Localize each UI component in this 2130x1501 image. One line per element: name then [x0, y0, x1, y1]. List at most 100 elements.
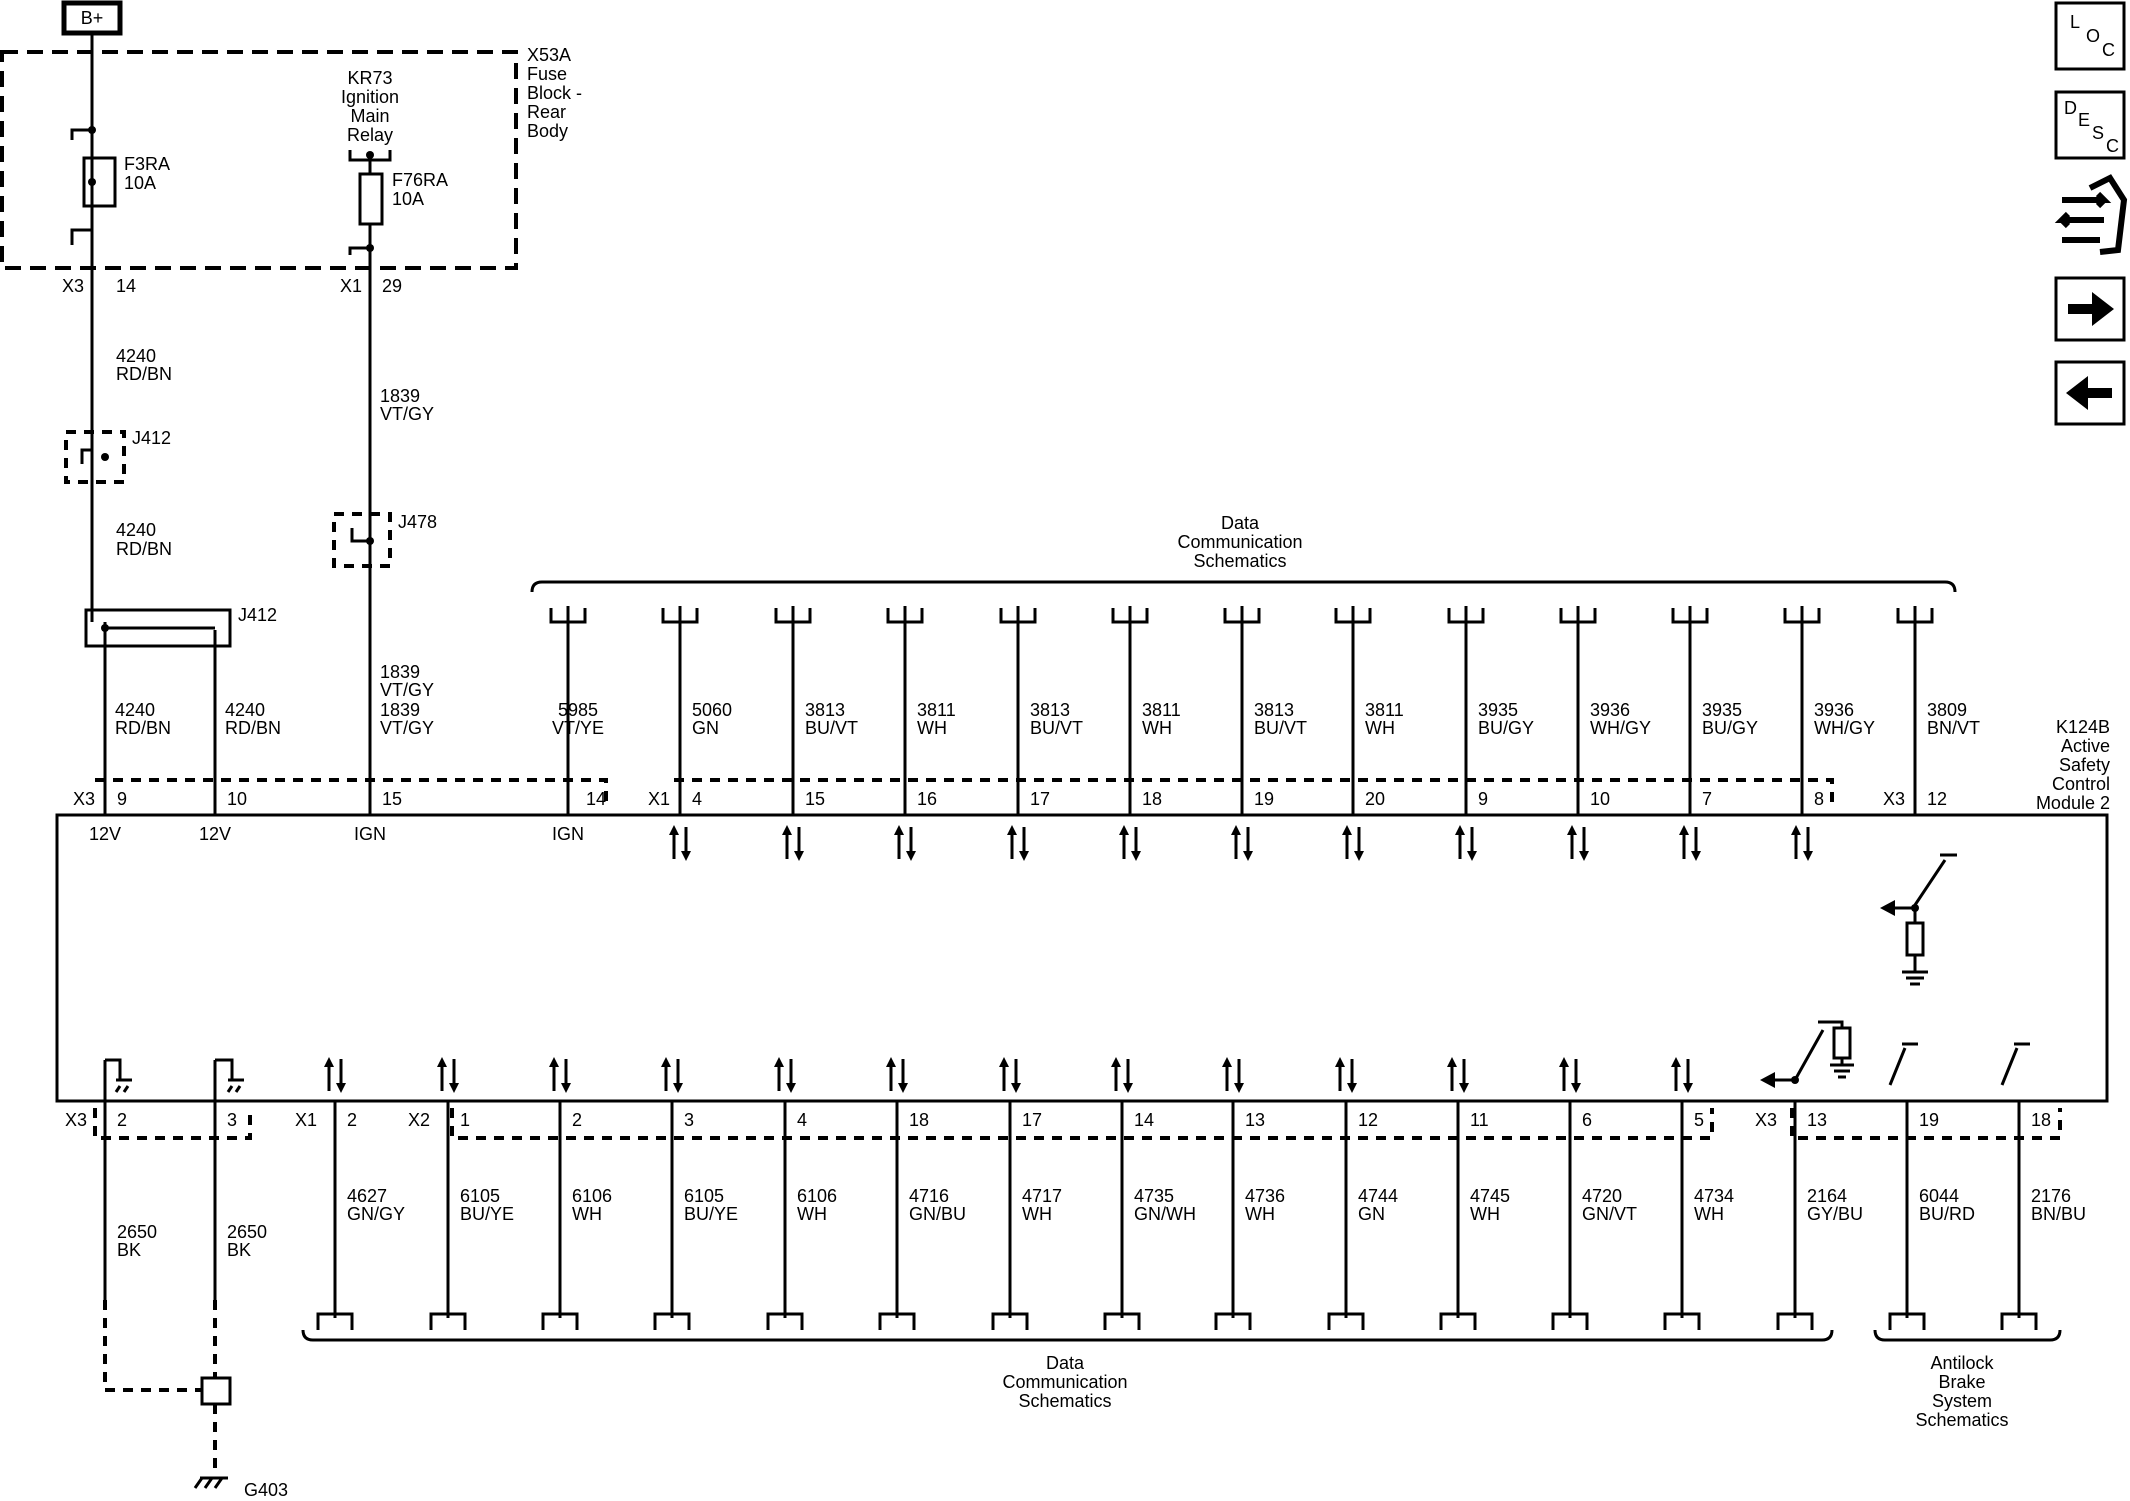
fuse-block-label-4: Body	[527, 121, 568, 141]
loc-button[interactable]: L O C	[2054, 1, 2126, 71]
bottom-ref-label-0: Data	[1046, 1353, 1085, 1373]
fuse-f76ra-label-1: 10A	[392, 189, 424, 209]
top-connector-x3-outline	[95, 778, 608, 808]
pin-number: 13	[1245, 1110, 1265, 1130]
wire-4240-label-b1: RD/BN	[116, 539, 172, 559]
wire-color: BU/VT	[805, 718, 858, 738]
wire-end-connector	[999, 608, 1037, 624]
wire-color: GY/BU	[1807, 1204, 1863, 1224]
abs-ref-label-3: Schematics	[1915, 1410, 2008, 1430]
relay-label-2: Main	[350, 106, 389, 126]
bidirectional-arrow-icon	[774, 1057, 796, 1093]
wire-color: GN/GY	[347, 1204, 405, 1224]
bplus-label: B+	[81, 8, 104, 28]
wire-number: 6044	[1919, 1186, 1959, 1206]
pin-number: 4	[692, 789, 702, 809]
wire-color: GN/WH	[1134, 1204, 1196, 1224]
ground-label: G403	[244, 1480, 288, 1500]
wire-number: 4240	[225, 700, 265, 720]
top-pins: 4240RD/BN9X312V4240RD/BN1012V1839VT/GY15…	[73, 606, 1980, 861]
wire-1839-label-b1: VT/GY	[380, 680, 434, 700]
wire-number: 3811	[1142, 700, 1181, 720]
abs-ref-label-0: Antilock	[1930, 1353, 1994, 1373]
wire-number: 2164	[1807, 1186, 1847, 1206]
connector-id: X3	[1755, 1110, 1777, 1130]
wire-end-connector	[549, 608, 587, 624]
wire-number: 6105	[684, 1186, 724, 1206]
connector-id: X3	[65, 1110, 87, 1130]
wire-number: 2650	[227, 1222, 267, 1242]
abs-ref-label-1: Brake	[1938, 1372, 1985, 1392]
top-data-comm-bracket: Data Communication Schematics	[530, 513, 1957, 593]
pin-function: IGN	[552, 824, 584, 844]
pin-number: 2	[117, 1110, 127, 1130]
wire-end-connector	[886, 608, 924, 624]
previous-page-button[interactable]	[2054, 360, 2126, 426]
bidirectional-arrow-icon	[661, 1057, 683, 1093]
pin-number: 8	[1814, 789, 1824, 809]
bidirectional-arrow-icon	[886, 1057, 908, 1093]
splice-j412-bar-label: J412	[238, 605, 277, 625]
wire-color: BK	[227, 1240, 251, 1260]
wire-color: WH	[1022, 1204, 1052, 1224]
wire-number: 3809	[1927, 700, 1967, 720]
pin-number: 17	[1022, 1110, 1042, 1130]
connector-wrench-icon	[2054, 174, 2128, 255]
wire-end-connector	[1111, 608, 1149, 624]
abs-ref-label-2: System	[1932, 1391, 1992, 1411]
pin-number: 2	[347, 1110, 357, 1130]
desc-button[interactable]: D E S C	[2054, 90, 2126, 160]
bidirectional-arrow-icon	[999, 1057, 1021, 1093]
service-icon-button[interactable]	[2054, 174, 2128, 260]
wire-number: 3813	[1254, 700, 1294, 720]
wire-end-connector	[1551, 1312, 1589, 1330]
abs-bracket: Antilock Brake System Schematics	[1873, 1329, 2062, 1430]
module-k124b-body	[55, 813, 2109, 1103]
bidirectional-arrow-icon	[1567, 825, 1589, 861]
nav-buttons: L O C D E S C	[2054, 1, 2128, 426]
wire-number: 4717	[1022, 1186, 1062, 1206]
bottom-ref-label-1: Communication	[1002, 1372, 1127, 1392]
pin-number: 6	[1582, 1110, 1592, 1130]
pin-number: 10	[227, 789, 247, 809]
desc-letter-s: S	[2092, 123, 2104, 143]
module-name-0: K124B	[2056, 717, 2110, 737]
wire-end-connector	[1334, 608, 1372, 624]
wire-color: WH	[1142, 718, 1172, 738]
bidirectional-arrow-icon	[549, 1057, 571, 1093]
splice-j412-top-box	[64, 430, 126, 484]
pin-number: 11	[1470, 1110, 1489, 1130]
wire-color: BU/VT	[1254, 718, 1307, 738]
pin-number: 2	[572, 1110, 582, 1130]
top-connector-x1-outline	[674, 778, 1834, 808]
wire-color: BU/RD	[1919, 1204, 1975, 1224]
fuse-f3ra-label-0: F3RA	[124, 154, 170, 174]
splice-j412-top-label: J412	[132, 428, 171, 448]
top-ref-label-0: Data	[1221, 513, 1260, 533]
fuse-block-label-1: Fuse	[527, 64, 567, 84]
fuse-block-label-2: Block -	[527, 83, 582, 103]
splice-j478-box	[332, 512, 392, 568]
pin13-input-circuit	[1760, 1020, 1854, 1088]
bidirectional-arrow-icon	[1679, 825, 1701, 861]
wire-4240-label-a0: 4240	[116, 346, 156, 366]
bidirectional-arrow-icon	[324, 1057, 346, 1093]
bottom-pins: 2X32650BK32650BK2X14627GN/GY1X26105BU/YE…	[65, 1057, 2086, 1330]
bidirectional-arrow-icon	[1342, 825, 1364, 861]
wire-end-connector	[429, 1312, 467, 1330]
pin-number: 1	[460, 1110, 470, 1130]
module-name-4: Module 2	[2036, 793, 2110, 813]
wire-number: 3935	[1478, 700, 1518, 720]
relay-label-1: Ignition	[341, 87, 399, 107]
next-page-button[interactable]	[2054, 276, 2126, 342]
wire-color: BU/GY	[1478, 718, 1534, 738]
